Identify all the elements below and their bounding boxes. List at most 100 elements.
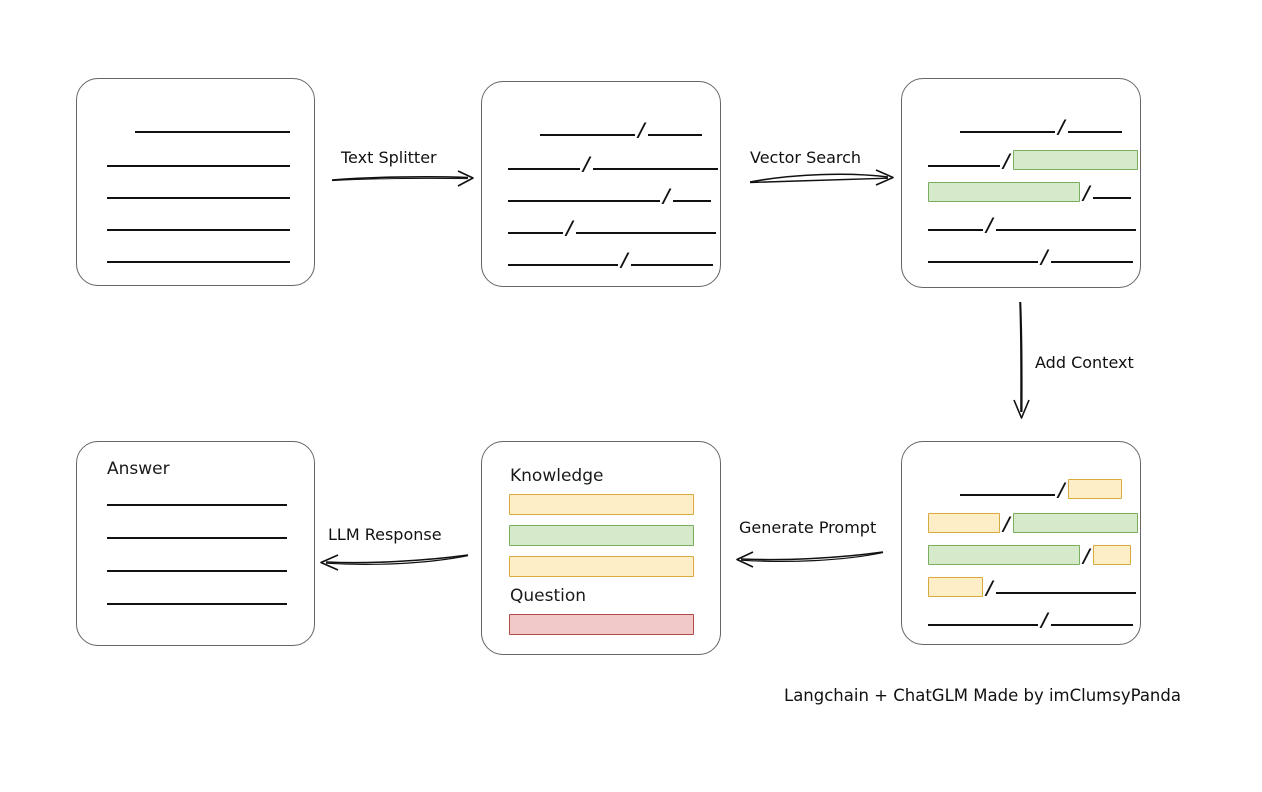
text-rule [995,581,1136,594]
text-rule [107,154,290,167]
slash-separator: / [566,217,573,239]
answer-text-rule [107,504,287,506]
node-answer-card[interactable]: Answer [76,441,315,646]
text-rule [107,186,290,199]
slash-separator: / [1041,609,1048,631]
text-row [107,151,290,167]
highlight-chip-yellow [928,513,1000,533]
node-vector-matches[interactable]: / / / / / [901,78,1141,288]
text-rule [1067,120,1122,133]
text-rule [995,218,1136,231]
slash-separator: / [583,153,590,175]
text-rule [575,221,716,234]
footer-credit: Langchain + ChatGLM Made by imClumsyPand… [784,686,1181,705]
answer-card-title: Answer [107,459,170,479]
slash-separator: / [638,119,645,141]
text-row [107,215,290,231]
text-row: / [928,246,1133,268]
text-rule [630,253,713,266]
prompt-knowledge-title: Knowledge [510,466,604,486]
slash-separator: / [663,185,670,207]
text-row: / [508,153,718,175]
text-row: / [960,116,1122,138]
text-rule [592,157,718,170]
text-rule [960,120,1055,133]
slash-separator: / [1003,513,1010,535]
text-row: / [508,185,711,207]
text-rule [647,123,702,136]
text-row: / [960,479,1122,501]
text-rule [540,123,635,136]
text-rule [107,250,290,263]
text-row [107,183,290,199]
edge-llm-response-label: LLM Response [328,525,442,544]
highlight-chip-yellow [1067,479,1122,499]
knowledge-bar-yellow [509,556,694,577]
text-row [107,247,290,263]
text-row: / [928,150,1138,172]
prompt-question-title: Question [510,586,587,606]
text-rule [960,483,1055,496]
text-rule [508,189,660,202]
knowledge-bar-green [509,525,694,546]
slash-separator: / [986,577,993,599]
node-split-chunks-body: / / / / / [482,82,720,286]
text-rule [508,253,618,266]
text-row: / [928,545,1131,567]
text-row [135,117,290,133]
text-row: / [928,214,1136,236]
slash-separator: / [1083,545,1090,567]
node-context-chunks[interactable]: / / / / / [901,441,1141,645]
node-vector-matches-body: / / / / / [902,79,1140,287]
slash-separator: / [621,249,628,271]
question-bar-red [509,614,694,635]
text-rule [107,218,290,231]
text-row: / [508,217,716,239]
answer-text-rule [107,603,287,605]
node-prompt-card-body [482,442,720,654]
text-rule [508,221,563,234]
highlight-chip-green [1012,150,1138,170]
text-rule [508,157,580,170]
edge-vector-search-label: Vector Search [750,148,862,167]
node-split-chunks[interactable]: / / / / / [481,81,721,287]
text-rule [928,154,1000,167]
edge-add-context-label: Add Context [1035,353,1134,372]
node-source-document-body [77,79,314,285]
edge-generate-prompt-arrow [736,551,884,568]
slash-separator: / [1058,116,1065,138]
text-rule [135,120,290,133]
highlight-chip-green [1012,513,1138,533]
answer-text-rule [107,537,287,539]
text-row: / [928,513,1138,535]
text-rule [1092,186,1131,199]
slash-separator: / [1083,182,1090,204]
text-rule [672,189,711,202]
node-context-chunks-body: / / / / / [902,442,1140,644]
text-row: / [928,577,1136,599]
text-rule [1050,613,1133,626]
text-rule [1050,250,1133,263]
highlight-chip-green [928,182,1080,202]
text-rule [928,613,1038,626]
text-row: / [928,609,1133,631]
highlight-chip-green [928,545,1080,565]
node-prompt-card[interactable]: Knowledge Question [481,441,721,655]
text-rule [928,250,1038,263]
slash-separator: / [1058,479,1065,501]
node-source-document[interactable] [76,78,315,286]
text-rule [928,218,983,231]
slash-separator: / [1041,246,1048,268]
edge-generate-prompt-label: Generate Prompt [739,518,877,537]
answer-text-rule [107,570,287,572]
edge-text-splitter-label: Text Splitter [341,148,437,167]
knowledge-bar-yellow [509,494,694,515]
edge-llm-response-arrow [320,554,469,571]
slash-separator: / [986,214,993,236]
highlight-chip-yellow [928,577,983,597]
text-row: / [928,182,1131,204]
highlight-chip-yellow [1092,545,1131,565]
text-row: / [540,119,702,141]
slash-separator: / [1003,150,1010,172]
